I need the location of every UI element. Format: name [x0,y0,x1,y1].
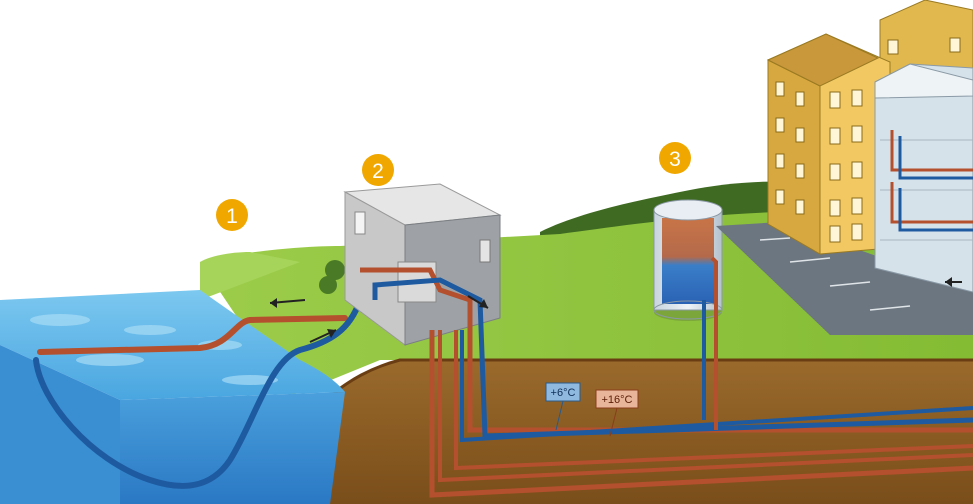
apartment-building-front [766,33,891,255]
marker-3-label: 3 [669,148,681,171]
marker-2-label: 2 [372,160,384,183]
ground-cold-loop [460,330,973,443]
marker-2[interactable]: 2 [362,154,394,186]
ground-loop-outer [429,330,973,498]
cold-temperature-label: +6°C [551,387,576,399]
grass-slope [200,252,300,300]
marker-1[interactable]: 1 [216,199,248,231]
bushes [319,260,345,294]
flow-arrow-building [945,277,962,287]
lake-return-pipe [37,315,348,355]
ground-loop-mid [454,330,973,471]
apartment-building-rear [879,0,973,81]
flow-arrow-station [467,295,489,309]
station-warm-pipe [360,267,973,433]
lake-intake-pipe [33,297,363,489]
lake-left-face [0,345,120,504]
warm-temperature-tag: +16°C [595,389,639,437]
warm-temperature-label: +16°C [601,394,632,406]
marker-1-label: 1 [226,205,238,228]
wave-highlights [30,314,278,385]
lake-front-face [120,392,345,504]
flow-arrow-out [269,298,306,308]
office-building [874,63,973,293]
tank-warm-pipe [710,256,718,430]
parking-lines [759,237,911,311]
marker-3[interactable]: 3 [659,142,691,174]
cold-temperature-tag: +6°C [545,382,581,431]
ground-loop-inner [438,330,973,483]
storage-tank [653,199,723,321]
flow-arrow-in [309,329,337,343]
